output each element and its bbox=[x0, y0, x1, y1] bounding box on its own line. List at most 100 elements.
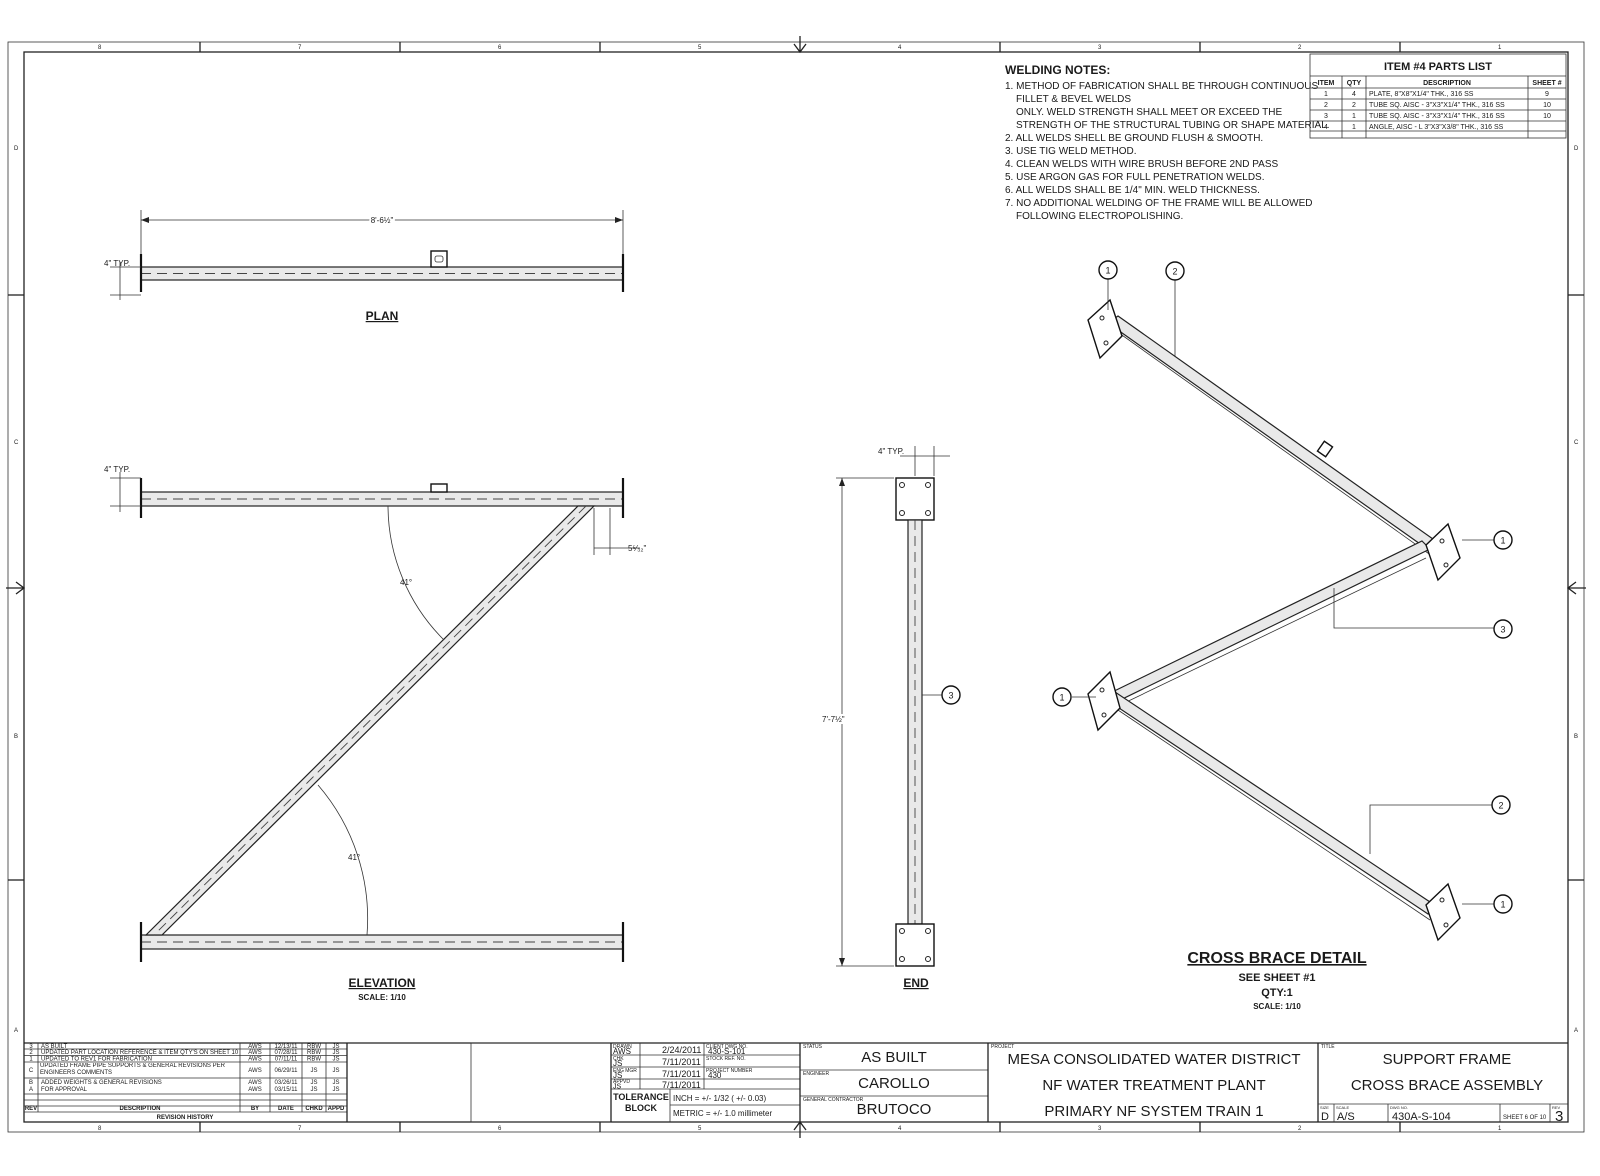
end-dim-typ: 4" TYP. bbox=[878, 447, 904, 456]
detail-scale: SCALE: 1/10 bbox=[1253, 1002, 1301, 1011]
checked-label: CHK bbox=[613, 1056, 624, 1062]
parts-header-sheet: SHEET # bbox=[1532, 80, 1561, 87]
rev-cell: JS bbox=[332, 1087, 339, 1093]
parts-cell: 1 bbox=[1352, 113, 1356, 120]
rev-cell: FOR APPROVAL bbox=[41, 1087, 88, 1093]
rev-cell: JS bbox=[332, 1080, 339, 1086]
contractor-value: BRUTOCO bbox=[857, 1101, 932, 1118]
drawn-label: DRAWN bbox=[613, 1044, 632, 1050]
end-view-label: END bbox=[903, 976, 929, 990]
welding-notes-title: WELDING NOTES: bbox=[1005, 63, 1110, 77]
zone-right-c: C bbox=[1574, 440, 1579, 446]
elevation-view-scale: SCALE: 1/10 bbox=[358, 993, 406, 1002]
rev-cell: RBW bbox=[307, 1050, 321, 1056]
detail-title: CROSS BRACE DETAIL bbox=[1187, 950, 1366, 967]
scale-value: A/S bbox=[1337, 1111, 1355, 1123]
rev-cell: UPDATED PART LOCATION REFERENCE & ITEM Q… bbox=[41, 1050, 239, 1056]
parts-header-item: ITEM bbox=[1318, 80, 1335, 87]
revision-history: 3 AS BUILT AWS 12/13/11 RBW JS 2 UPDATED… bbox=[24, 1043, 348, 1122]
parts-cell: ANGLE, AISC - L 3"X3"X3/8" THK., 316 SS bbox=[1369, 124, 1504, 131]
rev-cell: RBW bbox=[307, 1057, 321, 1063]
plan-dim-length: 8'-6½" bbox=[371, 216, 394, 225]
rev-cell: JS bbox=[332, 1057, 339, 1063]
dwg-label: DWG NO. bbox=[1390, 1105, 1408, 1110]
eng-by: JS bbox=[613, 1071, 622, 1080]
parts-cell: TUBE SQ. AISC - 3"X3"X1/4" THK., 316 SS bbox=[1369, 102, 1505, 109]
parts-cell: 9 bbox=[1545, 91, 1549, 98]
status-label: STATUS bbox=[803, 1044, 823, 1050]
client-ref-label: CLIENT DWG NO. bbox=[706, 1044, 748, 1050]
welding-note-line: 5. USE ARGON GAS FOR FULL PENETRATION WE… bbox=[1005, 172, 1265, 183]
mfg-by: JS bbox=[613, 1084, 622, 1091]
rev-cell: 03/26/11 bbox=[275, 1080, 299, 1086]
rev-cell: AWS bbox=[248, 1068, 261, 1074]
project-line-2: NF WATER TREATMENT PLANT bbox=[1042, 1077, 1265, 1094]
detail-balloon-diagonal: 3 bbox=[1500, 625, 1505, 635]
parts-header-qty: QTY bbox=[1347, 80, 1362, 87]
tolerance-title-wrap: TOLERANCE BLOCK bbox=[613, 1092, 669, 1113]
rev-cell: 07/28/11 bbox=[275, 1050, 299, 1056]
detail-balloon-plate-left: 1 bbox=[1059, 693, 1064, 703]
engineer-value: CAROLLO bbox=[858, 1075, 930, 1092]
welding-note-line: 7. NO ADDITIONAL WELDING OF THE FRAME WI… bbox=[1005, 198, 1312, 209]
zone-top-6: 6 bbox=[498, 45, 502, 51]
welding-note-line: 2. ALL WELDS SHELL BE GROUND FLUSH & SMO… bbox=[1005, 133, 1263, 144]
zone-left-a: A bbox=[14, 1028, 18, 1034]
rev-cell: 03/15/11 bbox=[275, 1087, 299, 1093]
rev-cell: UPDATED TO REV1 FOR FABRICATION bbox=[41, 1057, 152, 1063]
size-value: D bbox=[1321, 1111, 1329, 1123]
elevation-angle-bottom: 41° bbox=[348, 853, 360, 862]
rev-value: 3 bbox=[1555, 1108, 1563, 1125]
welding-note-line: 4. CLEAN WELDS WITH WIRE BRUSH BEFORE 2N… bbox=[1005, 159, 1279, 170]
parts-cell: 1 bbox=[1352, 124, 1356, 131]
zone-top-4: 4 bbox=[898, 45, 902, 51]
client-ref: 430-S-101 bbox=[708, 1047, 746, 1056]
rev-header-date: DATE bbox=[278, 1106, 294, 1112]
parts-list-title: ITEM #4 PARTS LIST bbox=[1384, 61, 1492, 73]
rev-cell: JS bbox=[332, 1050, 339, 1056]
status-value: AS BUILT bbox=[861, 1049, 927, 1066]
zone-top-3: 3 bbox=[1098, 45, 1102, 51]
rev-header-rev: REV bbox=[25, 1106, 37, 1112]
rev-cell: 1 bbox=[29, 1057, 33, 1063]
size-label: SIZE bbox=[1320, 1105, 1329, 1110]
title-line-1: SUPPORT FRAME bbox=[1383, 1051, 1512, 1068]
parts-cell: 10 bbox=[1543, 102, 1551, 109]
zone-top-7: 7 bbox=[298, 45, 302, 51]
rev-header-description: DESCRIPTION bbox=[119, 1106, 160, 1112]
zone-left-b: B bbox=[14, 734, 18, 740]
zone-labels: 8 7 6 5 4 3 2 1 8 7 6 5 4 3 2 1 D C B A … bbox=[14, 45, 1579, 1132]
rev-label: REV bbox=[1552, 1105, 1561, 1110]
blank-block bbox=[470, 1042, 612, 1123]
elevation-view: 4" TYP. 41° 41° 5⁵⁄₃₂" ELEVATION SCALE: … bbox=[104, 465, 646, 1002]
rev-cell: 06/29/11 bbox=[275, 1068, 299, 1074]
zone-left-d: D bbox=[14, 146, 19, 152]
project-line-1: MESA CONSOLIDATED WATER DISTRICT bbox=[1007, 1051, 1300, 1068]
parts-cell: 10 bbox=[1543, 113, 1551, 120]
parts-header-description: DESCRIPTION bbox=[1423, 80, 1471, 87]
welding-note-line: FILLET & BEVEL WELDS bbox=[1016, 94, 1131, 105]
title-line-2: CROSS BRACE ASSEMBLY bbox=[1351, 1077, 1543, 1094]
rev-cell: 3 bbox=[29, 1044, 33, 1050]
welding-notes: WELDING NOTES: 1. METHOD OF FABRICATION … bbox=[1005, 63, 1330, 222]
zone-bot-6: 6 bbox=[498, 1126, 502, 1132]
end-dim-height: 7'-7½" bbox=[822, 715, 845, 724]
zone-bot-2: 2 bbox=[1298, 1126, 1302, 1132]
zone-right-b: B bbox=[1574, 734, 1578, 740]
center-marks bbox=[6, 36, 1586, 1138]
zone-bot-5: 5 bbox=[698, 1126, 702, 1132]
elevation-dim-typ: 4" TYP. bbox=[104, 465, 130, 474]
zone-bot-1: 1 bbox=[1498, 1126, 1502, 1132]
project-block-label: PROJECT bbox=[991, 1044, 1014, 1050]
mfg-label: APPVD bbox=[613, 1079, 630, 1085]
outer-border bbox=[7, 41, 1585, 1133]
parts-cell: PLATE, 8"X8"X1/4" THK., 316 SS bbox=[1369, 91, 1474, 98]
parts-cell: 4 bbox=[1352, 91, 1356, 98]
detail-balloon-upper-tube: 2 bbox=[1172, 267, 1177, 277]
project-num: 430 bbox=[708, 1071, 722, 1080]
detail-see-sheet: SEE SHEET #1 bbox=[1238, 972, 1315, 984]
rev-cell: AWS bbox=[248, 1057, 261, 1063]
elevation-view-label: ELEVATION bbox=[349, 976, 416, 990]
checked-date: 7/11/2011 bbox=[662, 1057, 701, 1067]
